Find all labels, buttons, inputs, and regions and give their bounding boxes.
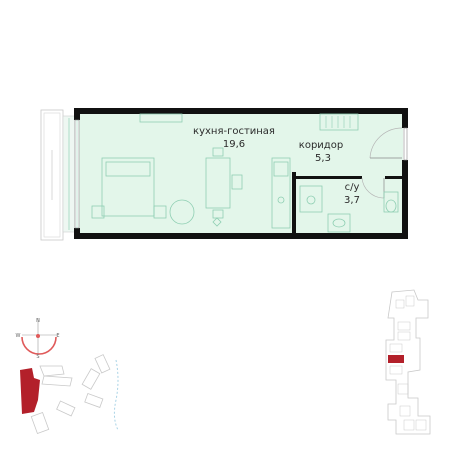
- compass-n: N: [36, 318, 40, 324]
- compass-w: W: [16, 333, 21, 339]
- room-area-bath: 3,7: [344, 195, 360, 206]
- room-name-corridor: коридор: [299, 140, 343, 151]
- room-name-living: кухня-гостиная: [193, 126, 275, 137]
- compass: N W E S: [16, 318, 60, 360]
- bathroom-fixtures: [299, 185, 399, 233]
- compass-e: E: [56, 333, 59, 339]
- entrance-door: [369, 127, 408, 161]
- apartment-highlight: [388, 355, 404, 363]
- room-label-living: кухня-гостиная 19,6: [193, 126, 275, 150]
- room-area-living: 19,6: [223, 139, 245, 150]
- room-label-bath: с/у 3,7: [344, 182, 360, 206]
- room-area-corridor: 5,3: [315, 153, 331, 164]
- window-left: [74, 119, 80, 229]
- walls: [74, 108, 408, 239]
- room-name-bath: с/у: [345, 182, 360, 193]
- site-plan: [20, 354, 119, 435]
- living-furniture: [91, 113, 359, 229]
- balcony: [40, 109, 76, 241]
- floor-key-plan: [385, 289, 431, 435]
- compass-s: S: [36, 354, 39, 360]
- room-label-corridor: коридор 5,3: [299, 140, 343, 164]
